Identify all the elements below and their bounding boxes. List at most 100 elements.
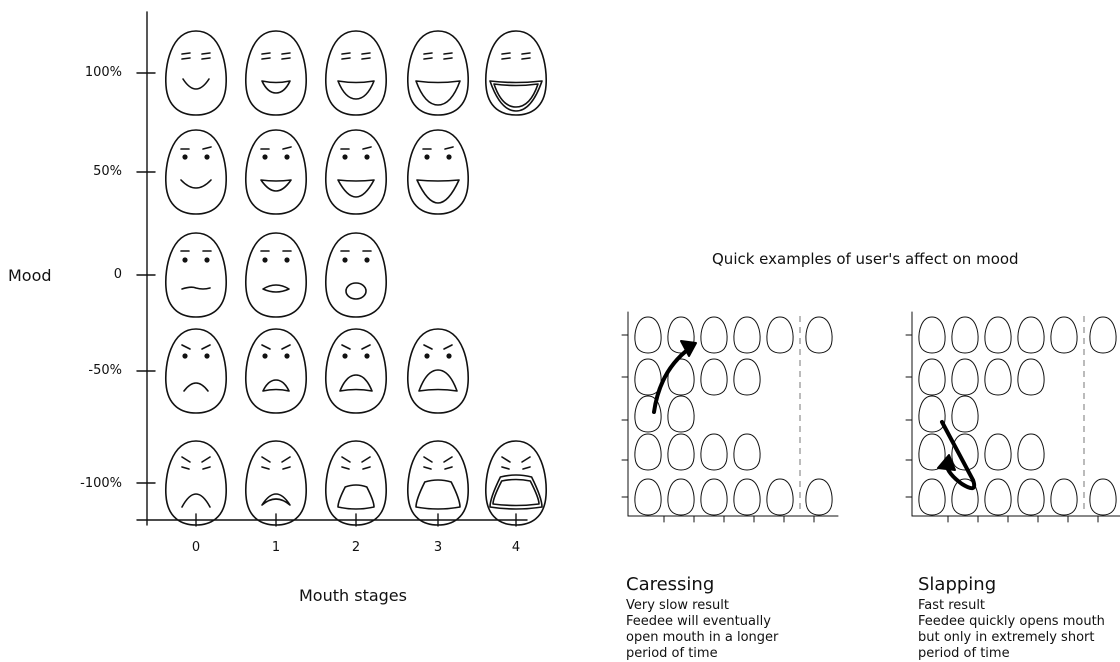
mini-face xyxy=(667,433,695,471)
x-tick-label: 2 xyxy=(351,540,361,555)
face-outline xyxy=(164,232,228,318)
mini-face xyxy=(667,395,695,433)
face xyxy=(406,30,470,116)
mini-face xyxy=(733,358,761,396)
face-outline xyxy=(324,232,388,318)
face-outline xyxy=(324,129,388,215)
caressing-line: period of time xyxy=(626,646,718,661)
x-tick-label: 1 xyxy=(271,540,281,555)
caressing-line: Very slow result xyxy=(626,598,729,613)
mini-face xyxy=(634,433,662,471)
mini-face xyxy=(766,316,794,354)
mini-face xyxy=(700,433,728,471)
mini-face xyxy=(984,316,1012,354)
caressing-title: Caressing xyxy=(626,574,715,595)
mini-face xyxy=(1089,316,1117,354)
mini-face xyxy=(984,358,1012,396)
mini-face xyxy=(1017,358,1045,396)
mini-face xyxy=(984,478,1012,516)
y-tick-label: -50% xyxy=(88,363,122,378)
face-outline xyxy=(324,328,388,414)
face-outline xyxy=(406,30,470,116)
face-outline xyxy=(164,328,228,414)
face-outline xyxy=(484,440,548,526)
y-tick-label: -100% xyxy=(80,476,122,491)
y-tick-label: 0 xyxy=(113,267,122,282)
x-axis-label: Mouth stages xyxy=(299,586,407,605)
face-outline xyxy=(244,232,308,318)
slapping-arrowhead-icon xyxy=(937,454,956,471)
face-outline xyxy=(406,440,470,526)
face-outline xyxy=(406,129,470,215)
face xyxy=(324,232,388,318)
x-tick-label: 0 xyxy=(191,540,201,555)
face xyxy=(164,440,228,526)
face xyxy=(244,328,308,414)
mini-face xyxy=(1017,316,1045,354)
caressing-arrowhead-icon xyxy=(680,340,697,357)
face xyxy=(244,30,308,116)
mini-face xyxy=(918,478,946,516)
face xyxy=(324,328,388,414)
face xyxy=(164,328,228,414)
face xyxy=(406,440,470,526)
mini-face xyxy=(733,316,761,354)
face xyxy=(406,328,470,414)
slapping-arrow-icon xyxy=(940,420,977,491)
caressing-grid xyxy=(621,311,839,523)
mini-face xyxy=(1017,478,1045,516)
slapping-line: but only in extremely short xyxy=(918,630,1095,645)
slapping-line: period of time xyxy=(918,646,1010,661)
face-outline xyxy=(244,30,308,116)
face xyxy=(164,30,228,116)
face xyxy=(164,232,228,318)
mini-face xyxy=(918,316,946,354)
x-tick-label: 4 xyxy=(511,540,521,555)
slapping-line: Fast result xyxy=(918,598,986,613)
face-outline xyxy=(406,328,470,414)
y-tick-label: 50% xyxy=(93,164,122,179)
mini-face xyxy=(700,316,728,354)
face xyxy=(406,129,470,215)
mini-face xyxy=(951,395,979,433)
mini-face xyxy=(951,478,979,516)
face-outline xyxy=(324,30,388,116)
mini-face xyxy=(766,478,794,516)
y-axis-label: Mood xyxy=(8,266,52,285)
face-outline xyxy=(244,129,308,215)
mini-face xyxy=(805,316,833,354)
mini-face xyxy=(667,478,695,516)
mini-face xyxy=(951,316,979,354)
mini-face xyxy=(634,395,662,433)
face xyxy=(324,30,388,116)
face xyxy=(244,440,308,526)
caressing-description: Very slow result Feedee will eventually … xyxy=(626,598,778,662)
face xyxy=(324,129,388,215)
face-outline xyxy=(244,440,308,526)
mini-face xyxy=(1017,433,1045,471)
face-outline xyxy=(244,328,308,414)
mood-mouth-diagram xyxy=(136,11,1120,527)
slapping-title: Slapping xyxy=(918,574,997,595)
face-outline xyxy=(484,30,548,116)
caressing-line: open mouth in a longer xyxy=(626,630,779,645)
face-outline xyxy=(164,440,228,526)
face xyxy=(244,129,308,215)
mini-face xyxy=(984,433,1012,471)
slapping-description: Fast result Feedee quickly opens mouth b… xyxy=(918,598,1105,662)
y-tick-label: 100% xyxy=(84,65,122,80)
face xyxy=(324,440,388,526)
mini-face xyxy=(805,478,833,516)
mini-face xyxy=(634,478,662,516)
slapping-line: Feedee quickly opens mouth xyxy=(918,614,1105,629)
mini-face xyxy=(1050,316,1078,354)
mini-face xyxy=(700,478,728,516)
caressing-line: Feedee will eventually xyxy=(626,614,771,629)
mini-face xyxy=(700,358,728,396)
face xyxy=(244,232,308,318)
mini-face xyxy=(918,358,946,396)
face xyxy=(164,129,228,215)
mini-face xyxy=(1050,478,1078,516)
mini-face xyxy=(634,316,662,354)
face xyxy=(484,440,548,526)
